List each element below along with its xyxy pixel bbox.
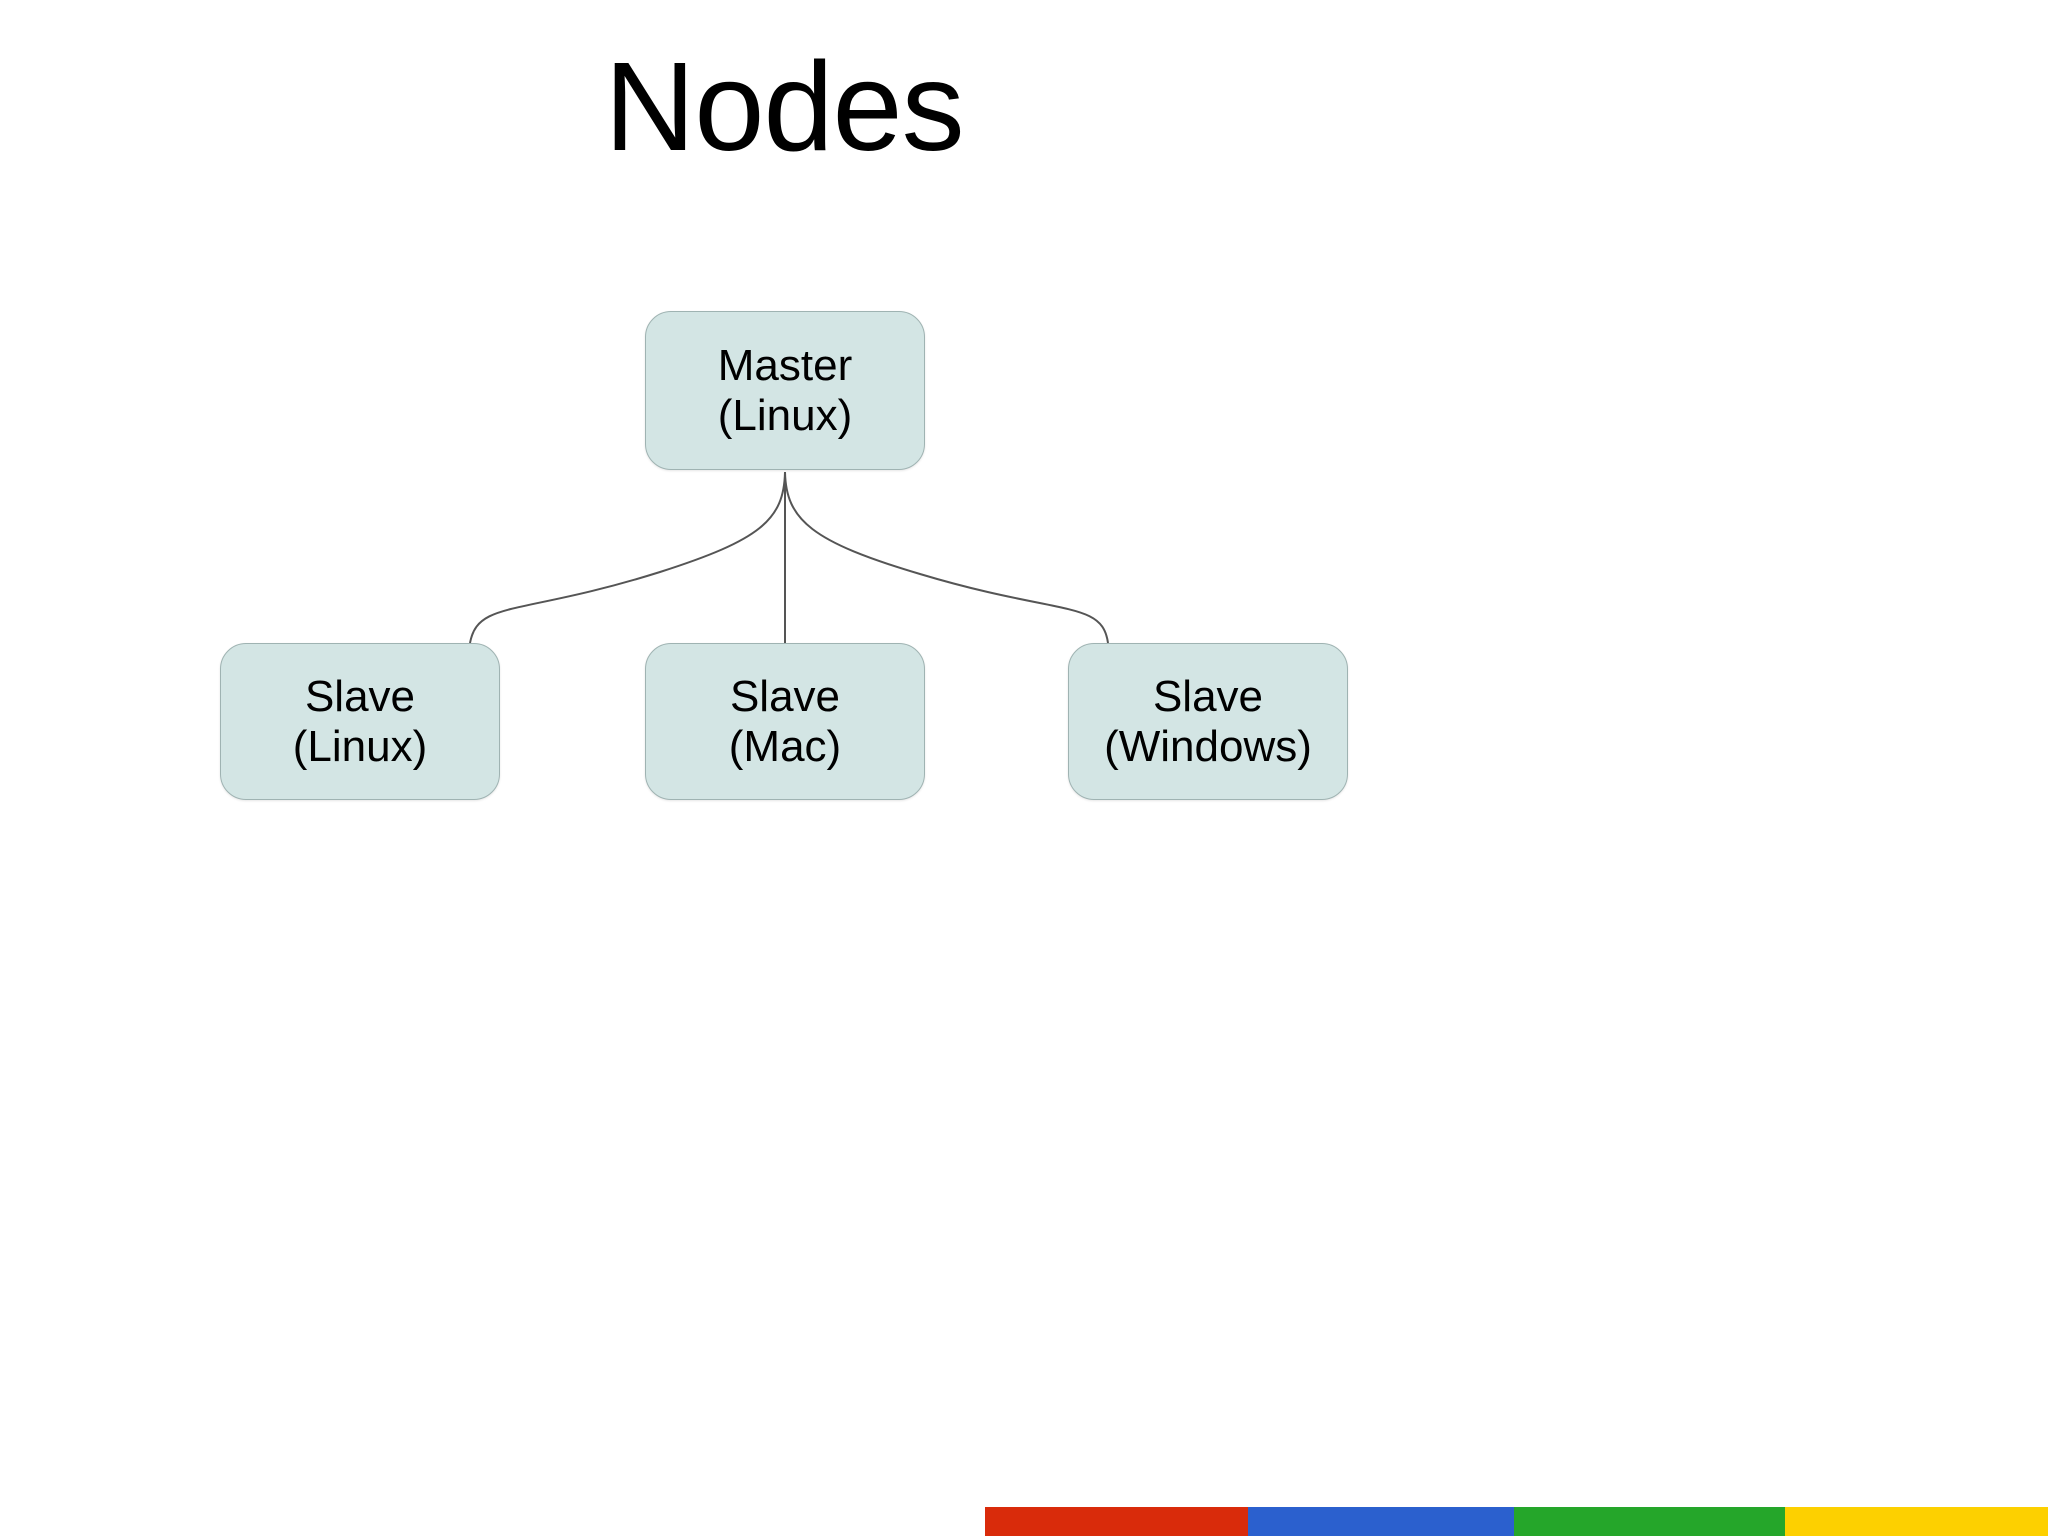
node-slave-linux-label-line1: Slave (304, 672, 416, 722)
node-slave-windows-label-line1: Slave (1152, 672, 1264, 722)
node-master[interactable]: Master (Linux) (645, 311, 925, 470)
footer-bar-segment-red (985, 1507, 1248, 1536)
node-slave-mac-label-line1: Slave (729, 672, 841, 722)
footer-bar-segment-green (1514, 1507, 1785, 1536)
edge-master-to-slave-linux (469, 471, 786, 644)
node-slave-windows-label-line2: (Windows) (1104, 721, 1312, 771)
node-slave-mac[interactable]: Slave (Mac) (645, 643, 925, 800)
node-master-label-line1: Master (717, 341, 853, 391)
node-slave-linux[interactable]: Slave (Linux) (220, 643, 500, 800)
node-slave-mac-label-line2: (Mac) (728, 721, 842, 771)
edge-master-to-slave-windows (784, 471, 1109, 644)
node-slave-windows[interactable]: Slave (Windows) (1068, 643, 1348, 800)
footer-bar-segment-blue (1248, 1507, 1514, 1536)
footer-bar-segment-yellow (1785, 1507, 2048, 1536)
node-master-label-line2: (Linux) (717, 390, 853, 440)
node-slave-linux-label-line2: (Linux) (292, 721, 428, 771)
footer-color-bar (985, 1507, 2048, 1536)
page-title: Nodes (604, 36, 964, 177)
